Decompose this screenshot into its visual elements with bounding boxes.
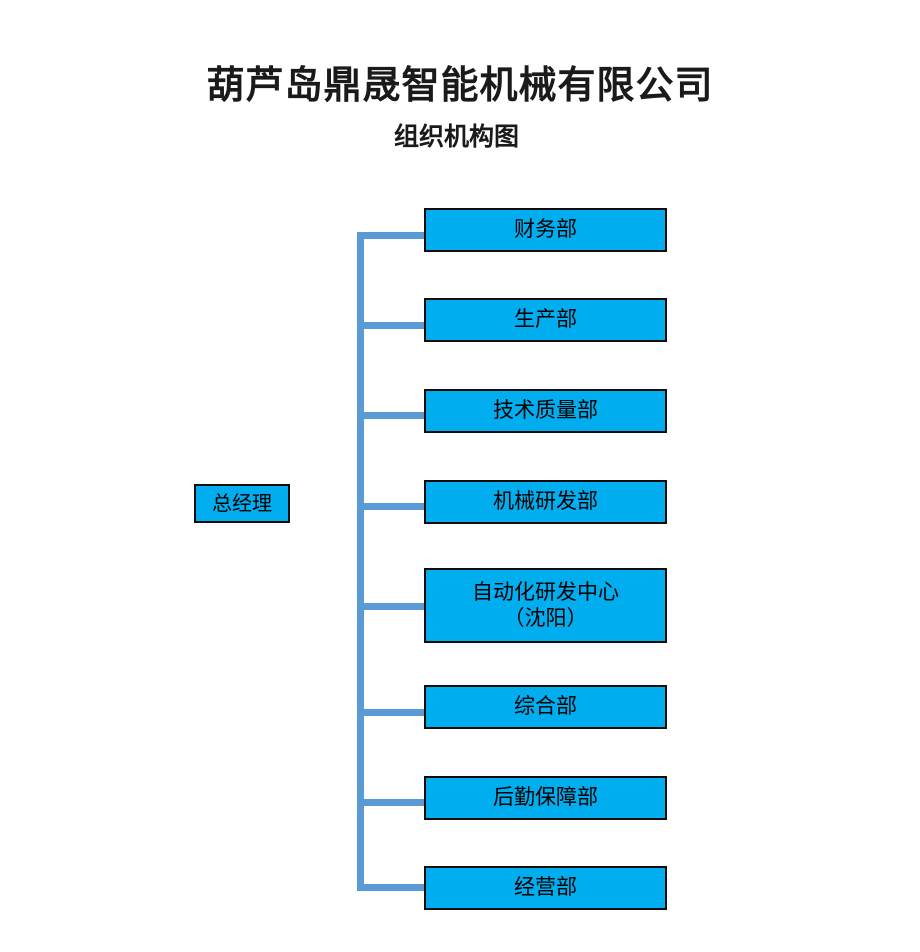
node-department-business-operations[interactable]: 经营部 [424, 866, 667, 910]
node-general-manager[interactable]: 总经理 [194, 484, 290, 523]
node-department-finance-label: 财务部 [514, 217, 577, 242]
connector-branch-2 [357, 322, 424, 329]
node-department-business-operations-label: 经营部 [514, 875, 577, 900]
node-department-mechanical-rnd-label: 机械研发部 [493, 489, 598, 514]
node-department-automation-rnd-center-label: 自动化研发中心 （沈阳） [472, 579, 619, 630]
chart-subtitle: 组织机构图 [393, 121, 519, 151]
connector-branch-7 [357, 799, 424, 806]
node-department-technical-quality-label: 技术质量部 [493, 398, 598, 423]
node-department-mechanical-rnd[interactable]: 机械研发部 [424, 480, 667, 524]
node-department-logistics-support-label: 后勤保障部 [493, 785, 598, 810]
node-department-general-affairs[interactable]: 综合部 [424, 685, 667, 729]
company-name-title: 葫芦岛鼎晟智能机械有限公司 [206, 62, 714, 107]
node-department-technical-quality[interactable]: 技术质量部 [424, 389, 667, 433]
node-department-general-affairs-label: 综合部 [514, 694, 577, 719]
node-general-manager-label: 总经理 [212, 491, 272, 516]
node-department-production[interactable]: 生产部 [424, 298, 667, 342]
connector-branch-3 [357, 412, 424, 419]
connector-branch-6 [357, 709, 424, 716]
connector-branch-4 [357, 503, 424, 510]
connector-spine [357, 232, 364, 891]
node-department-logistics-support[interactable]: 后勤保障部 [424, 776, 667, 820]
node-department-production-label: 生产部 [514, 307, 577, 332]
connector-branch-8 [357, 884, 424, 891]
connector-branch-5 [357, 603, 424, 610]
node-department-automation-rnd-center[interactable]: 自动化研发中心 （沈阳） [424, 568, 667, 643]
node-department-finance[interactable]: 财务部 [424, 208, 667, 252]
chart-header: 葫芦岛鼎晟智能机械有限公司 组织机构图 [0, 62, 920, 152]
connector-branch-1 [357, 232, 424, 239]
